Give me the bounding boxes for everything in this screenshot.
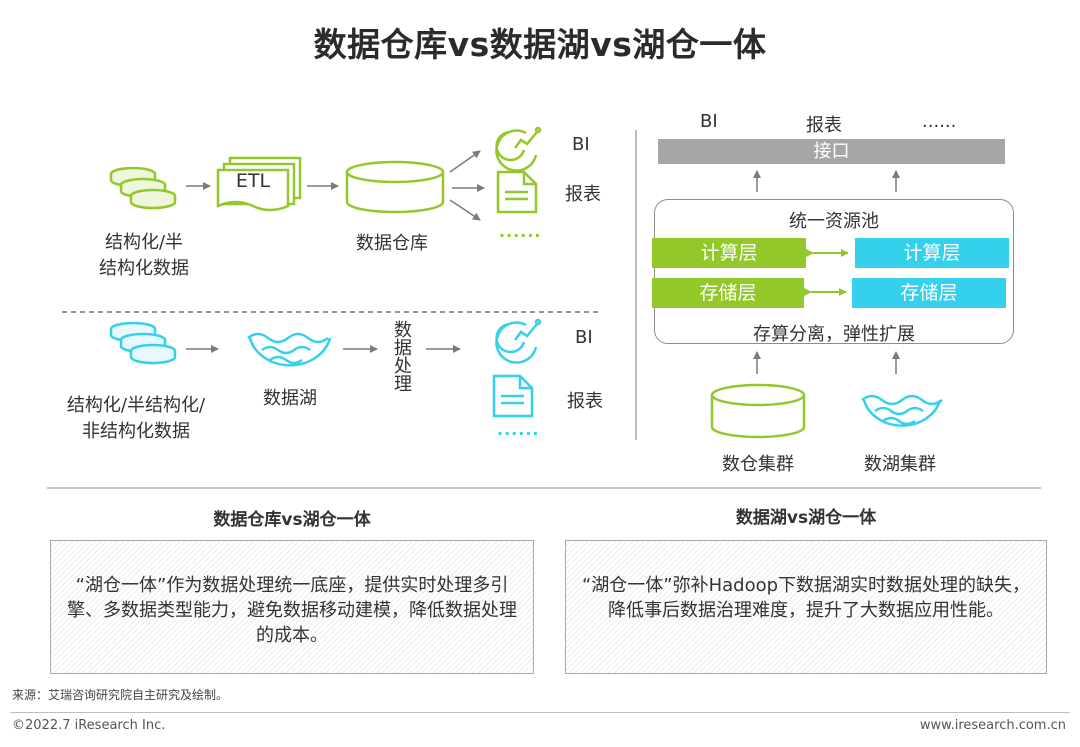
warehouse-cluster-label: 数仓集群 xyxy=(722,454,794,475)
bi-chart-icon xyxy=(495,318,542,364)
report-label: 报表 xyxy=(567,391,603,412)
storage-layer-right: 存储层 xyxy=(852,278,1006,308)
processing-label: 数据处理 xyxy=(394,320,412,395)
arrow-warehouse-to-more xyxy=(449,199,481,221)
storage-layer-left: 存储层 xyxy=(652,278,804,308)
source-label-line: 结构化数据 xyxy=(99,258,189,279)
source-label-line: 非结构化数据 xyxy=(82,421,190,442)
report-document-icon xyxy=(496,170,538,214)
left-comparison-card: “湖仓一体”作为数据处理统一底座，提供实时处理多引擎、多数据类型能力，避免数据移… xyxy=(50,540,534,674)
more-outputs-ellipsis: ...... xyxy=(497,420,540,439)
unified-resource-pool xyxy=(654,199,1014,344)
source-label-line: 结构化/半 xyxy=(104,232,184,253)
warehouse-cluster-cylinder-icon xyxy=(710,383,806,439)
top-more-label: ...... xyxy=(922,111,957,132)
website-url: www.iresearch.com.cn xyxy=(919,718,1066,733)
data-lake-icon xyxy=(247,332,332,367)
report-document-icon xyxy=(492,374,534,418)
top-bi-label: BI xyxy=(700,111,718,132)
pool-caption: 存算分离，弹性扩展 xyxy=(753,324,915,345)
unstructured-data-discs-icon xyxy=(109,321,177,365)
bi-label: BI xyxy=(572,134,590,155)
lake-cluster-icon xyxy=(861,394,943,427)
report-label: 报表 xyxy=(565,184,601,205)
lake-label: 数据湖 xyxy=(263,388,317,409)
compute-layer-left: 计算层 xyxy=(652,238,806,268)
structured-source-label: 结构化/半 结构化数据 xyxy=(82,230,206,282)
structured-data-discs-icon xyxy=(109,166,177,210)
top-report-label: 报表 xyxy=(806,115,842,136)
left-comparison-text: “湖仓一体”作为数据处理统一底座，提供实时处理多引擎、多数据类型能力，避免数据移… xyxy=(67,575,517,646)
interface-bar: 接口 xyxy=(658,139,1005,164)
unstructured-source-label: 结构化/半结构化/ 非结构化数据 xyxy=(44,393,228,445)
pool-title: 统一资源池 xyxy=(789,211,879,232)
copyright: ©2022.7 iResearch Inc. xyxy=(12,718,166,733)
etl-label: ETL xyxy=(235,170,271,192)
source-note: 来源：艾瑞咨询研究院自主研究及绘制。 xyxy=(12,688,229,702)
right-comparison-card: “湖仓一体”弥补Hadoop下数据湖实时数据处理的缺失，降低事后数据治理难度，提… xyxy=(565,540,1047,674)
bi-label: BI xyxy=(575,327,593,348)
lake-cluster-label: 数湖集群 xyxy=(864,454,936,475)
page-title: 数据仓库vs数据湖vs湖仓一体 xyxy=(313,25,767,64)
right-comparison-heading: 数据湖vs湖仓一体 xyxy=(735,508,877,528)
source-label-line: 结构化/半结构化/ xyxy=(66,395,206,416)
warehouse-label: 数据仓库 xyxy=(356,233,428,254)
footer-divider xyxy=(10,712,1070,713)
section-separator xyxy=(47,487,1041,489)
compute-layer-right: 计算层 xyxy=(855,238,1009,268)
right-comparison-text: “湖仓一体”弥补Hadoop下数据湖实时数据处理的缺失，降低事后数据治理难度，提… xyxy=(581,575,1031,621)
bi-chart-icon xyxy=(495,126,542,172)
warehouse-cylinder-icon xyxy=(345,160,445,214)
arrow-warehouse-to-bi xyxy=(449,150,481,173)
etl-documents-icon xyxy=(216,156,302,212)
more-outputs-ellipsis: ...... xyxy=(499,222,542,241)
left-comparison-heading: 数据仓库vs湖仓一体 xyxy=(213,510,371,530)
